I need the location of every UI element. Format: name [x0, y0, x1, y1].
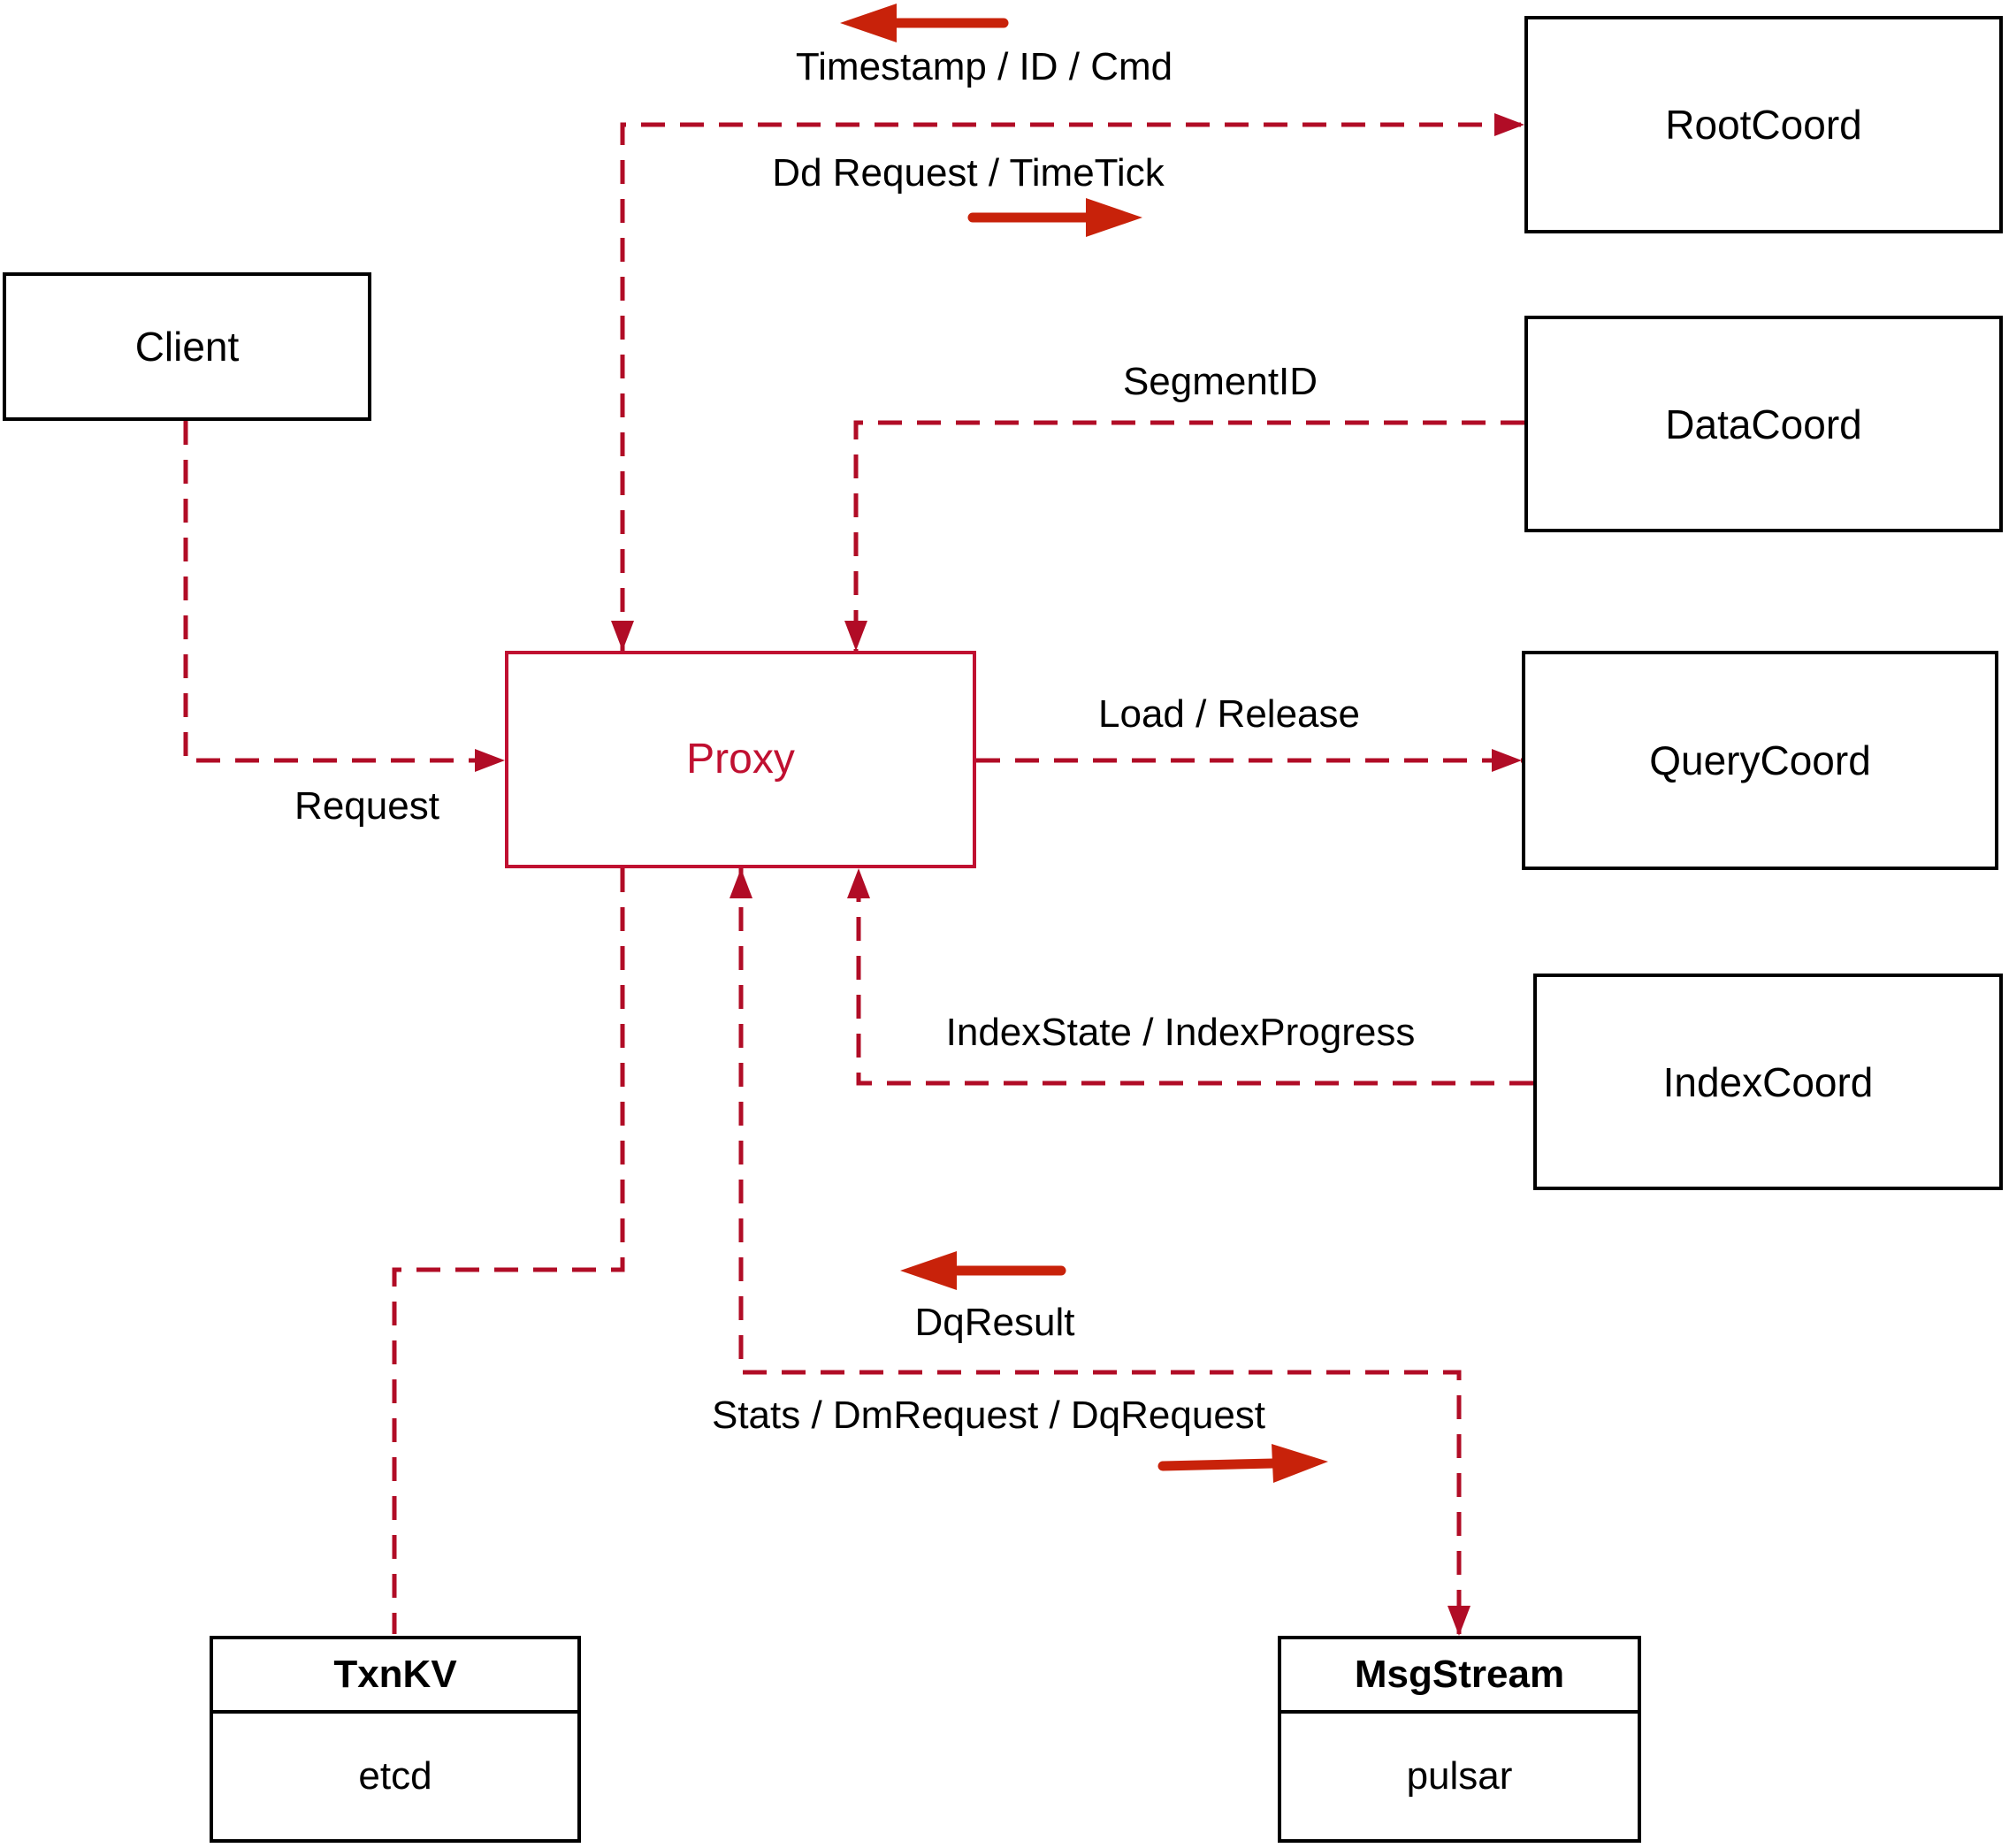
edge-label-indexstate-indexprogress: IndexState / IndexProgress — [945, 1011, 1416, 1054]
node-txnkv-subtitle: etcd — [358, 1754, 432, 1798]
edge-indexcoord-proxy — [856, 868, 1533, 1086]
node-proxy: Proxy — [505, 651, 976, 868]
node-proxy-label: Proxy — [686, 736, 795, 783]
direction-arrow-left-dqresult — [900, 1251, 1066, 1290]
node-rootcoord: RootCoord — [1524, 16, 2003, 233]
edge-label-load-release: Load / Release — [1098, 692, 1360, 736]
edge-label-segmentid: SegmentID — [1122, 360, 1318, 403]
arrowhead-into-rootcoord — [1494, 113, 1524, 136]
node-msgstream-subtitle: pulsar — [1406, 1754, 1513, 1798]
edge-client-proxy — [183, 421, 505, 763]
node-indexcoord-label: IndexCoord — [1662, 1058, 1874, 1105]
edge-label-dd-request-timetick: Dd Request / TimeTick — [772, 151, 1165, 195]
direction-arrow-left-timestamp — [840, 4, 1009, 42]
edge-label-request: Request — [294, 784, 439, 828]
node-msgstream-title: MsgStream — [1281, 1639, 1638, 1714]
edge-label-timestamp-id-cmd: Timestamp / ID / Cmd — [795, 45, 1173, 88]
direction-arrow-right-ddrequest — [967, 198, 1142, 237]
arrowhead-into-proxy-bottom-center — [730, 868, 752, 898]
node-client-label: Client — [134, 324, 240, 370]
edge-label-dqresult: DqResult — [914, 1301, 1075, 1344]
arrowhead-into-querycoord — [1492, 749, 1522, 772]
arrowhead-into-proxy-left — [475, 749, 505, 772]
arrowhead-into-proxy-top-left — [611, 621, 634, 651]
edge-proxy-msgstream — [738, 868, 1462, 1634]
edge-label-stats-dmrequest-dqrequest: Stats / DmRequest / DqRequest — [711, 1394, 1266, 1437]
node-client: Client — [3, 272, 371, 421]
edge-proxy-rootcoord — [620, 122, 1524, 651]
edge-proxy-txnkv — [392, 868, 625, 1634]
arrowhead-into-proxy-bottom-right — [847, 868, 870, 898]
arrowhead-into-proxy-top-right — [844, 621, 867, 651]
node-querycoord-label: QueryCoord — [1649, 737, 1871, 783]
node-datacoord: DataCoord — [1524, 316, 2003, 532]
node-datacoord-label: DataCoord — [1665, 401, 1862, 447]
node-txnkv-title: TxnKV — [213, 1639, 577, 1714]
arrowhead-into-msgstream — [1448, 1606, 1470, 1636]
node-indexcoord: IndexCoord — [1533, 974, 2003, 1190]
node-querycoord: QueryCoord — [1522, 651, 1998, 870]
node-msgstream: MsgStream pulsar — [1278, 1636, 1641, 1843]
node-txnkv: TxnKV etcd — [210, 1636, 581, 1843]
node-rootcoord-label: RootCoord — [1665, 102, 1862, 148]
edge-datacoord-proxy — [853, 420, 1524, 651]
direction-arrow-right-stats — [1157, 1444, 1328, 1483]
